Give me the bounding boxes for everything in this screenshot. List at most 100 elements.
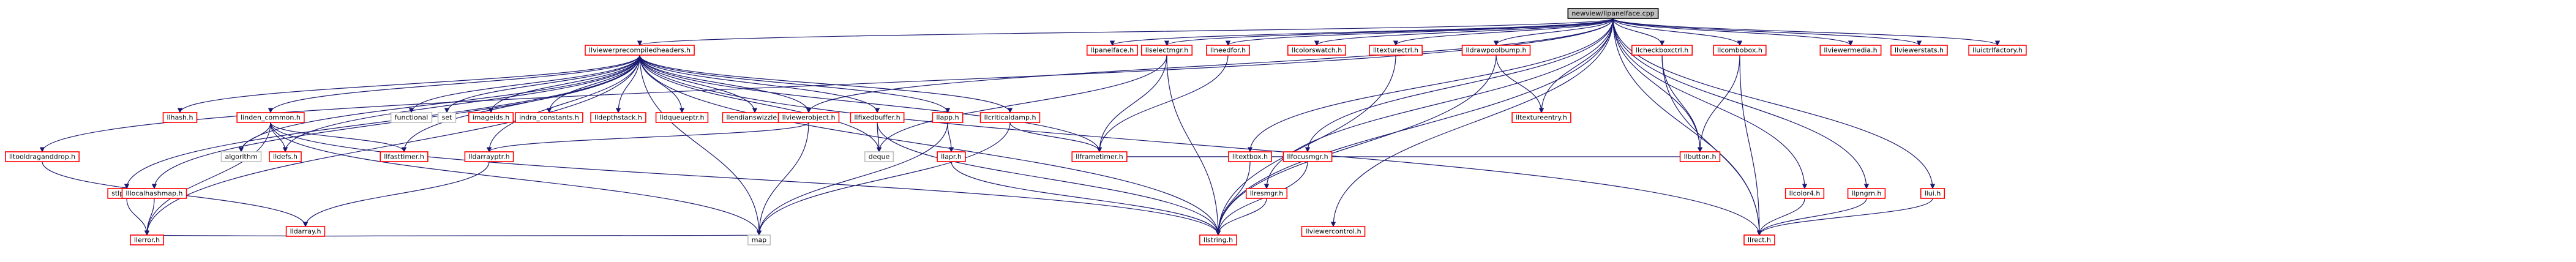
node-button[interactable]: llbutton.h <box>1679 151 1721 162</box>
node-selectmgr[interactable]: llselectmgr.h <box>1140 45 1193 56</box>
node-vph[interactable]: llviewerprecompiledheaders.h <box>585 45 695 56</box>
edge-root-to-colorswatch <box>1314 18 1614 46</box>
edge-root-to-button <box>1612 18 1703 152</box>
node-box-texturectrl <box>1369 45 1423 56</box>
node-label-indraconst: indra_constants.h <box>519 114 579 122</box>
node-darray[interactable]: lldarray.h <box>285 226 326 237</box>
node-box-button <box>1679 151 1721 162</box>
node-root[interactable]: newview/llpanelface.cpp <box>1567 8 1659 19</box>
edge-vph-to-hash <box>177 54 640 113</box>
edge-viewerobject-to-darrayptr <box>486 122 809 152</box>
node-label-llapp: llapp.h <box>936 114 959 122</box>
node-llui[interactable]: llui.h <box>1920 188 1945 199</box>
edge-lindencommon-to-algorithm <box>238 122 271 152</box>
node-llpngrn[interactable]: llpngrn.h <box>1847 188 1886 199</box>
node-label-queueptr: lldqueueptr.h <box>660 114 705 122</box>
node-endianswizzle[interactable]: llendianswizzle.h <box>722 112 788 123</box>
node-imageids[interactable]: imageids.h <box>468 112 514 123</box>
node-box-llrect <box>1743 234 1775 245</box>
node-label-viewercontrol: llviewercontrol.h <box>1305 228 1361 236</box>
node-combobox[interactable]: llcombobox.h <box>1713 45 1767 56</box>
node-lindencommon[interactable]: linden_common.h <box>236 112 305 123</box>
node-label-lindencommon: linden_common.h <box>241 114 301 122</box>
edge-vph-to-criticaldamp <box>639 54 1013 113</box>
node-viewercontrol[interactable]: llviewercontrol.h <box>1301 226 1366 237</box>
edge-root-to-llui <box>1612 18 1936 189</box>
node-label-checkboxctrl: llcheckboxctrl.h <box>1636 47 1688 54</box>
node-llrect[interactable]: llrect.h <box>1743 234 1775 245</box>
node-box-imageids <box>468 112 514 123</box>
edge-root-to-textbox <box>1247 18 1614 152</box>
node-label-button: llbutton.h <box>1684 153 1717 161</box>
edge-vph-to-endianswizzle <box>639 54 758 113</box>
node-llstring[interactable]: llstring.h <box>1199 234 1237 245</box>
node-label-colorswatch: llcolorswatch.h <box>1292 47 1342 54</box>
node-fixedbuffer[interactable]: llfixedbuffer.h <box>850 112 905 123</box>
node-label-fixedbuffer: llfixedbuffer.h <box>854 114 900 122</box>
node-errorh[interactable]: llerror.h <box>130 234 164 245</box>
node-viewerobject[interactable]: llviewerobject.h <box>777 112 840 123</box>
node-functional: functional <box>390 112 433 123</box>
node-box-colorswatch <box>1287 45 1347 56</box>
edge-readfor-to-frametimer <box>1096 54 1229 152</box>
node-label-dragandrop: lltooldraganddrop.h <box>9 153 75 161</box>
node-frametimer[interactable]: llframetimer.h <box>1071 151 1128 162</box>
node-textbox[interactable]: lltextbox.h <box>1228 151 1272 162</box>
node-box-darrayptr <box>464 151 514 162</box>
node-box-algorithm <box>220 151 262 162</box>
node-label-llapr: llapr.h <box>941 153 962 161</box>
node-panelface[interactable]: llpanelface.h <box>1086 45 1139 56</box>
node-box-queueptr <box>655 112 709 123</box>
node-box-llcolor <box>1784 188 1825 199</box>
node-texturectrl[interactable]: lltexturectrl.h <box>1369 45 1423 56</box>
node-criticaldamp[interactable]: llcriticaldamp.h <box>979 112 1041 123</box>
edge-root-to-viewermedia <box>1612 18 1854 46</box>
node-label-endianswizzle: llendianswizzle.h <box>726 114 783 122</box>
node-drawpool[interactable]: lldrawpoolbump.h <box>1461 45 1531 56</box>
node-fasttimer[interactable]: llfasttimer.h <box>380 151 429 162</box>
node-depthstack[interactable]: lldepthstack.h <box>590 112 646 123</box>
node-label-root: newview/llpanelface.cpp <box>1571 10 1654 18</box>
node-viewermedia[interactable]: llviewermedia.h <box>1819 45 1882 56</box>
node-box-drawpool <box>1461 45 1531 56</box>
node-lldefs[interactable]: lldefs.h <box>269 151 302 162</box>
node-textureentry[interactable]: lltextureentry.h <box>1511 112 1571 123</box>
edge-vph-to-set <box>444 54 640 113</box>
node-checkboxctrl[interactable]: llcheckboxctrl.h <box>1631 45 1693 56</box>
node-label-viewerstats: llviewerstats.h <box>1895 47 1944 54</box>
node-llcolor[interactable]: llcolor4.h <box>1784 188 1825 199</box>
node-llapp[interactable]: llapp.h <box>932 112 964 123</box>
node-focusmgr[interactable]: llfocusmgr.h <box>1282 151 1333 162</box>
edge-darray-to-errorh <box>145 234 306 241</box>
node-label-llui: llui.h <box>1925 190 1941 198</box>
edge-lindencommon-to-llstring <box>270 122 1221 236</box>
node-readfor[interactable]: llneedfor.h <box>1206 45 1250 56</box>
node-uictrlfactory[interactable]: lluictrlfactory.h <box>1968 45 2027 56</box>
node-hash[interactable]: llhash.h <box>162 112 198 123</box>
node-indraconst[interactable]: indra_constants.h <box>515 112 583 123</box>
edge-drawpool-to-llstring <box>1215 54 1497 236</box>
node-label-selectmgr: llselectmgr.h <box>1145 47 1189 54</box>
node-llapr[interactable]: llapr.h <box>937 151 966 162</box>
node-label-panelface: llpanelface.h <box>1091 47 1134 54</box>
edge-darray-to-map <box>305 234 760 241</box>
edge-root-to-textureentry <box>1538 18 1614 113</box>
edge-llui-to-llrect <box>1756 198 1933 236</box>
node-set: set <box>437 112 457 123</box>
node-queueptr[interactable]: lldqueueptr.h <box>655 112 709 123</box>
edge-vph-to-llapp <box>639 54 951 113</box>
node-viewerstats[interactable]: llviewerstats.h <box>1890 45 1948 56</box>
node-llresmgr[interactable]: llresmgr.h <box>1245 188 1288 199</box>
node-localhashmap[interactable]: lllocalhashmap.h <box>121 188 187 199</box>
node-box-viewercontrol <box>1301 226 1366 237</box>
edge-root-to-focusmgr <box>1305 18 1614 152</box>
edge-llapp-to-llapr <box>947 122 954 152</box>
node-label-viewerobject: llviewerobject.h <box>782 114 836 122</box>
node-box-textureentry <box>1511 112 1571 123</box>
node-dragandrop[interactable]: lltooldraganddrop.h <box>5 151 80 162</box>
node-box-panelface <box>1086 45 1139 56</box>
node-box-uictrlfactory <box>1968 45 2027 56</box>
node-colorswatch[interactable]: llcolorswatch.h <box>1287 45 1347 56</box>
node-label-depthstack: lldepthstack.h <box>594 114 642 122</box>
node-darrayptr[interactable]: lldarrayptr.h <box>464 151 514 162</box>
